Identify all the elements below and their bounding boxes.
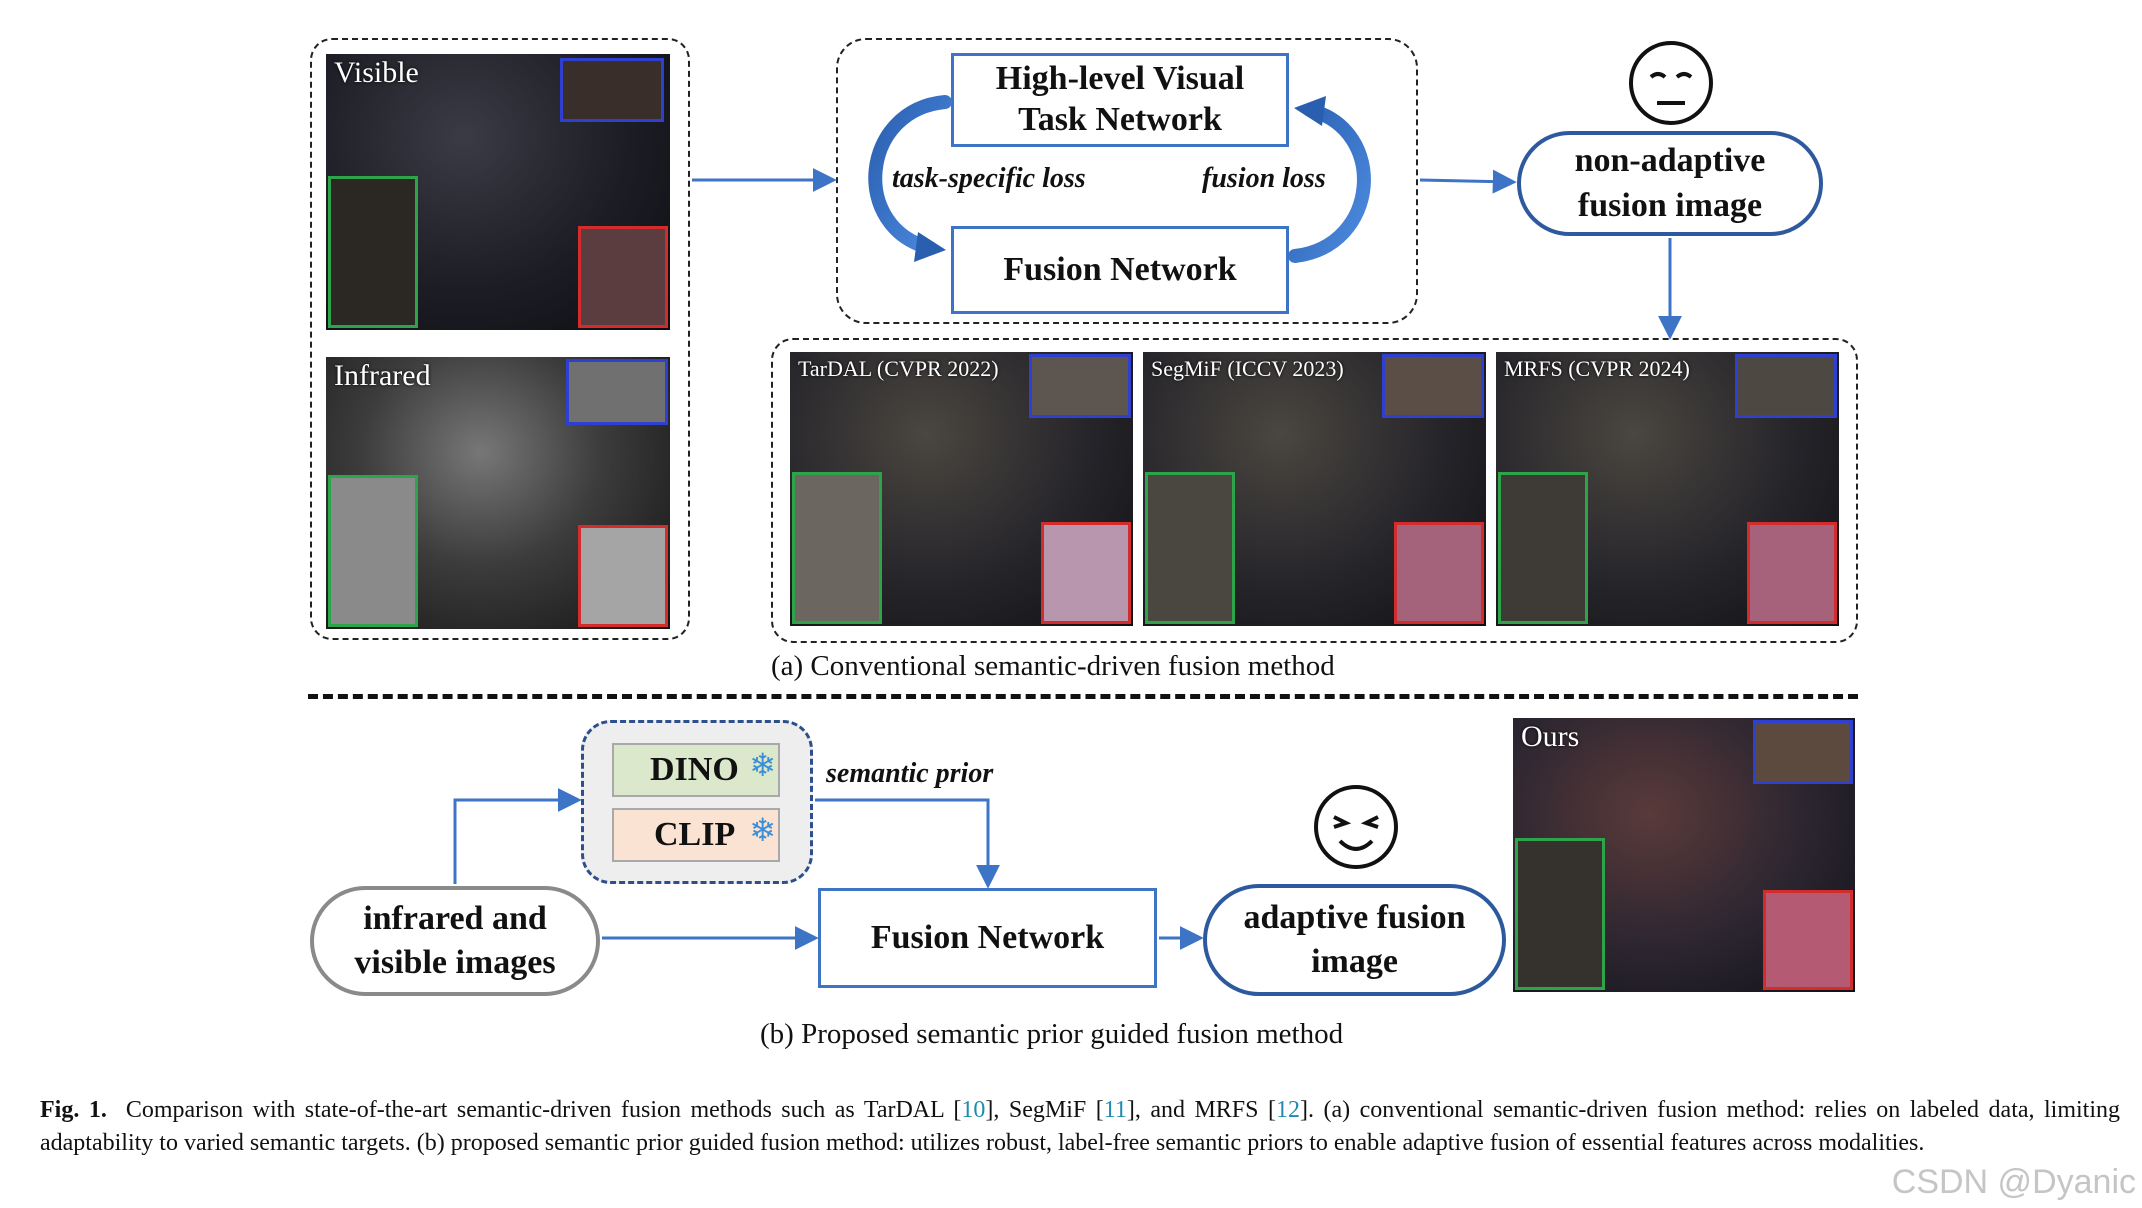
infrared-label: Infrared bbox=[334, 359, 431, 392]
segmif-inset-blue bbox=[1382, 354, 1484, 418]
mrfs-result-image: MRFS (CVPR 2024) bbox=[1496, 352, 1839, 626]
mrfs-inset-green bbox=[1498, 472, 1588, 624]
infrared-image: Infrared bbox=[326, 357, 670, 629]
caption-a: (a) Conventional semantic-driven fusion … bbox=[771, 650, 1335, 682]
dino-label: DINO bbox=[650, 751, 739, 788]
mrfs-inset-blue bbox=[1735, 354, 1837, 418]
ours-label: Ours bbox=[1521, 720, 1580, 753]
segmif-result-image: SegMiF (ICCV 2023) bbox=[1143, 352, 1486, 626]
mrfs-inset-red bbox=[1747, 522, 1837, 624]
task-network-box: High-level Visual Task Network bbox=[951, 53, 1289, 147]
figure-caption: Fig. 1. Comparison with state-of-the-art… bbox=[40, 1094, 2120, 1160]
ours-result-image: Ours bbox=[1513, 718, 1855, 992]
tardal-label: TarDAL (CVPR 2022) bbox=[798, 356, 999, 381]
caption-text-1: Comparison with state-of-the-art semanti… bbox=[125, 1097, 962, 1123]
caption-text-2: ], SegMiF [ bbox=[985, 1097, 1104, 1123]
segmif-inset-red bbox=[1394, 522, 1484, 624]
ours-inset-green bbox=[1515, 838, 1605, 990]
neutral-face-icon bbox=[1629, 41, 1713, 125]
adaptive-output: adaptive fusion image bbox=[1203, 884, 1506, 996]
ours-inset-blue bbox=[1753, 720, 1853, 784]
fusion-network-box-b: Fusion Network bbox=[818, 888, 1157, 988]
visible-inset-green bbox=[328, 176, 418, 328]
semantic-prior-label: semantic prior bbox=[826, 758, 994, 789]
infrared-inset-red bbox=[578, 525, 668, 627]
mrfs-label: MRFS (CVPR 2024) bbox=[1504, 356, 1690, 381]
fusion-network-box-a: Fusion Network bbox=[951, 226, 1289, 314]
arrow-pipeline-to-output bbox=[1419, 169, 1517, 194]
visible-inset-blue bbox=[560, 58, 664, 122]
fusion-loss-label: fusion loss bbox=[1202, 163, 1326, 194]
task-loss-curve-arrow bbox=[868, 95, 952, 255]
caption-text-3: ], and MRFS [ bbox=[1126, 1097, 1276, 1123]
arrow-priors-to-fusion bbox=[815, 798, 1000, 889]
task-loss-label: task-specific loss bbox=[892, 163, 1086, 194]
ref-link-11[interactable]: 11 bbox=[1103, 1097, 1127, 1123]
ref-link-12[interactable]: 12 bbox=[1276, 1097, 1300, 1123]
fusion-loss-curve-arrow bbox=[1288, 103, 1371, 263]
arrow-input-to-priors bbox=[453, 788, 582, 884]
input-images-pill: infrared and visible images bbox=[310, 886, 600, 996]
visible-inset-red bbox=[578, 226, 668, 328]
visible-label: Visible bbox=[334, 56, 419, 89]
caption-b: (b) Proposed semantic prior guided fusio… bbox=[760, 1018, 1344, 1050]
clip-label: CLIP bbox=[654, 816, 736, 853]
snowflake-icon: ❄ bbox=[749, 747, 776, 783]
dino-box: DINO ❄ bbox=[612, 743, 780, 797]
conventional-pipeline-panel bbox=[836, 38, 1418, 324]
watermark: CSDN @Dyanic bbox=[1891, 1163, 2136, 1201]
section-divider bbox=[308, 694, 1858, 699]
segmif-label: SegMiF (ICCV 2023) bbox=[1151, 356, 1344, 381]
input-images-panel bbox=[310, 38, 690, 640]
method-results-panel bbox=[771, 338, 1858, 643]
non-adaptive-output: non-adaptive fusion image bbox=[1517, 131, 1823, 236]
happy-face-icon bbox=[1314, 785, 1398, 869]
infrared-inset-green bbox=[328, 475, 418, 627]
tardal-inset-blue bbox=[1029, 354, 1131, 418]
tardal-inset-green bbox=[792, 472, 882, 624]
segmif-inset-green bbox=[1145, 472, 1235, 624]
snowflake-icon: ❄ bbox=[749, 812, 776, 848]
tardal-inset-red bbox=[1041, 522, 1131, 624]
figure-label: Fig. 1. bbox=[40, 1097, 107, 1123]
ref-link-10[interactable]: 10 bbox=[961, 1097, 986, 1123]
task-loss-curve-head bbox=[914, 232, 946, 262]
clip-box: CLIP ❄ bbox=[612, 808, 780, 862]
tardal-result-image: TarDAL (CVPR 2022) bbox=[790, 352, 1133, 626]
visible-image: Visible bbox=[326, 54, 670, 330]
fusion-loss-curve-head bbox=[1294, 96, 1326, 126]
ours-inset-red bbox=[1763, 890, 1853, 990]
infrared-inset-blue bbox=[566, 359, 668, 425]
caption-text-4: ]. (a) conventional semantic-driven fusi… bbox=[40, 1097, 2121, 1156]
